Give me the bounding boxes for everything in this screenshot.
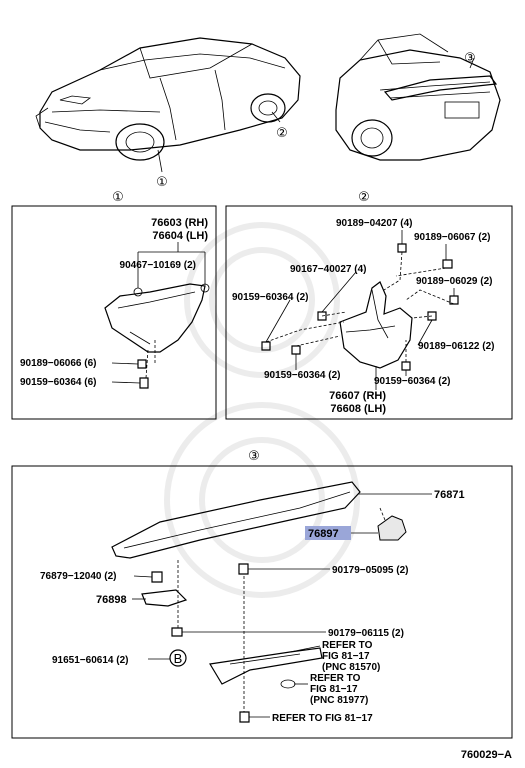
section-1-marker: ① (112, 189, 124, 204)
panel2-p6: 90189−06122 (2) (418, 341, 494, 352)
spoiler-bracket-part (351, 507, 407, 541)
ref3-line: REFER TO FIG 81−17 (272, 713, 373, 724)
ref1-line-c: (PNC 81570) (322, 662, 380, 673)
p-91651-label: 91651−60614 (2) (52, 655, 128, 666)
spoiler-mount-right (209, 563, 330, 723)
panel2-p5: 90159−60364 (2) (232, 292, 308, 303)
panel2-p2: 90189−06067 (2) (414, 232, 490, 243)
panel2-part-rh: 76607 (RH) (329, 390, 386, 402)
panel2-p3: 90167−40027 (4) (290, 264, 366, 275)
panel-1-frame (11, 205, 217, 420)
mud-guard-front (104, 242, 210, 389)
panel1-bolt-a-label: 90189−06066 (6) (20, 358, 96, 369)
highlight-76897 (305, 526, 351, 540)
callout-3-car: ③ (464, 50, 476, 65)
panel1-bolt-b-label: 90159−60364 (6) (20, 377, 96, 388)
callout-b-circle (169, 649, 187, 667)
panel2-p7: 90159−60364 (2) (264, 370, 340, 381)
part-76897-label[interactable]: 76897 (308, 528, 339, 540)
ref2-line-c: (PNC 81977) (310, 695, 368, 706)
section-2-marker: ② (358, 189, 370, 204)
p-76879-label: 76879−12040 (2) (40, 571, 116, 582)
spoiler-label: 76871 (434, 489, 465, 501)
diagram-code: 760029−A (461, 749, 512, 761)
panel1-part-rh: 76603 (RH) (151, 217, 208, 229)
panel2-p4: 90189−06029 (2) (416, 276, 492, 287)
p-76898-label: 76898 (96, 594, 127, 606)
panel1-screw-label: 90467−10169 (2) (120, 260, 196, 271)
panel2-part-lh: 76608 (LH) (330, 403, 386, 415)
ref1-line-b: FIG 81−17 (322, 651, 370, 662)
car-front-illustration (35, 37, 301, 173)
panel2-p1: 90189−04207 (4) (336, 218, 412, 229)
section-3-marker: ③ (248, 448, 260, 463)
car-rear-illustration (335, 33, 501, 161)
ref2-line-b: FIG 81−17 (310, 684, 358, 695)
p-90179a-label: 90179−05095 (2) (332, 565, 408, 576)
panel-2-frame (225, 205, 513, 420)
spoiler-mount-left (132, 560, 326, 637)
callout-2-car: ② (276, 125, 288, 140)
callout-b: B (174, 651, 183, 666)
panel-3-frame (11, 465, 513, 739)
callout-1-car: ① (156, 174, 168, 189)
mud-guard-rear (261, 230, 459, 390)
ref1-line-a: REFER TO (322, 640, 373, 651)
p-90179b-label: 90179−06115 (2) (328, 628, 404, 639)
panel2-p8: 90159−60364 (2) (374, 376, 450, 387)
panel1-part-lh: 76604 (LH) (152, 230, 208, 242)
rear-spoiler (111, 481, 432, 559)
ref2-line-a: REFER TO (310, 673, 361, 684)
